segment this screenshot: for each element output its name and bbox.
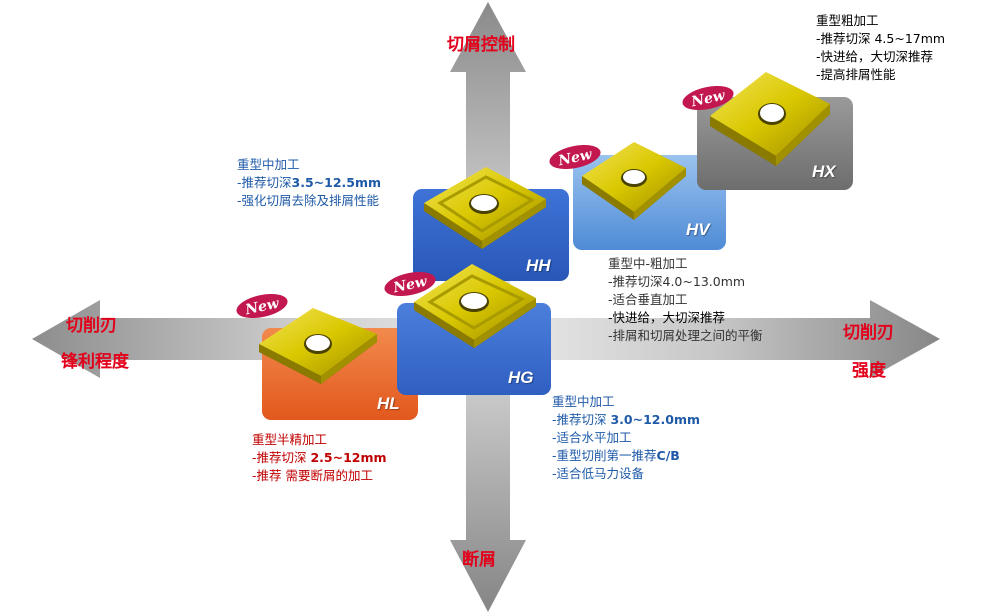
- hg-desc-title: 重型中加工: [552, 394, 615, 409]
- axis-label-edge-sharpness-2: 锋利程度: [61, 352, 129, 372]
- hx-code: HX: [812, 162, 836, 181]
- hv-desc-line3: -适合垂直加工: [608, 292, 688, 307]
- hl-desc-line3: -推荐 需要断屑的加工: [252, 468, 373, 483]
- hh-code: HH: [526, 256, 551, 275]
- hv-desc-line4: -快进给，大切深推荐: [608, 310, 726, 325]
- hx-desc-line4: -提高排屑性能: [816, 67, 896, 82]
- hx-insert-image: [710, 72, 830, 166]
- hx-description: 重型粗加工 -推荐切深 4.5~17mm -快进给，大切深推荐 -提高排屑性能: [816, 12, 945, 84]
- svg-text:New: New: [556, 146, 594, 169]
- hv-desc-line2: -推荐切深4.0~13.0mm: [608, 274, 746, 289]
- hg-desc-line4: -重型切削第一推荐C/B: [552, 448, 680, 463]
- hv-desc-line5: -排屑和切屑处理之间的平衡: [608, 328, 763, 343]
- horizontal-axis-arrow-right: [488, 300, 940, 378]
- hg-new-badge: New: [384, 271, 436, 297]
- hx-desc-line2: -推荐切深 4.5~17mm: [816, 31, 946, 46]
- hv-code: HV: [686, 220, 710, 239]
- hg-desc-line5: -适合低马力设备: [552, 466, 645, 481]
- axis-label-chip-breaking: 断屑: [462, 550, 496, 570]
- axis-label-edge-strength-1: 切削刃: [843, 323, 894, 343]
- hx-new-badge: New: [682, 85, 734, 111]
- axis-label-chip-control: 切屑控制: [447, 35, 515, 55]
- hv-insert-image: [582, 142, 686, 220]
- hl-code: HL: [377, 394, 400, 413]
- hl-desc-title: 重型半精加工: [252, 432, 328, 447]
- hh-description: 重型中加工 -推荐切深3.5~12.5mm -强化切屑去除及排屑性能: [237, 156, 381, 210]
- hg-desc-depth: -推荐切深 3.0~12.0mm: [552, 412, 700, 427]
- axis-label-edge-sharpness-1: 切削刃: [66, 316, 117, 336]
- hg-code: HG: [508, 368, 534, 387]
- hv-new-badge: New: [549, 144, 601, 170]
- svg-text:New: New: [689, 87, 727, 110]
- hv-desc-title: 重型中-粗加工: [608, 256, 688, 271]
- hl-desc-depth: -推荐切深 2.5~12mm: [252, 450, 387, 465]
- hl-insert-image: [259, 308, 377, 384]
- hl-new-badge: New: [236, 293, 288, 319]
- hh-insert-image: [424, 167, 546, 249]
- hh-desc-depth: -推荐切深3.5~12.5mm: [237, 175, 382, 190]
- hl-description: 重型半精加工 -推荐切深 2.5~12mm -推荐 需要断屑的加工: [252, 431, 387, 485]
- svg-text:New: New: [243, 295, 281, 318]
- hx-desc-title: 重型粗加工: [816, 13, 879, 28]
- hg-insert-image: [414, 264, 536, 348]
- axis-label-edge-strength-2: 强度: [852, 361, 886, 381]
- svg-text:New: New: [391, 273, 429, 296]
- hv-description: 重型中-粗加工 -推荐切深4.0~13.0mm -适合垂直加工 -快进给，大切深…: [608, 255, 763, 345]
- hg-description: 重型中加工 -推荐切深 3.0~12.0mm -适合水平加工 -重型切削第一推荐…: [552, 393, 700, 483]
- hg-desc-line3: -适合水平加工: [552, 430, 632, 445]
- hx-desc-line3: -快进给，大切深推荐: [816, 49, 934, 64]
- hh-desc-title: 重型中加工: [237, 157, 300, 172]
- hh-desc-line3: -强化切屑去除及排屑性能: [237, 193, 380, 208]
